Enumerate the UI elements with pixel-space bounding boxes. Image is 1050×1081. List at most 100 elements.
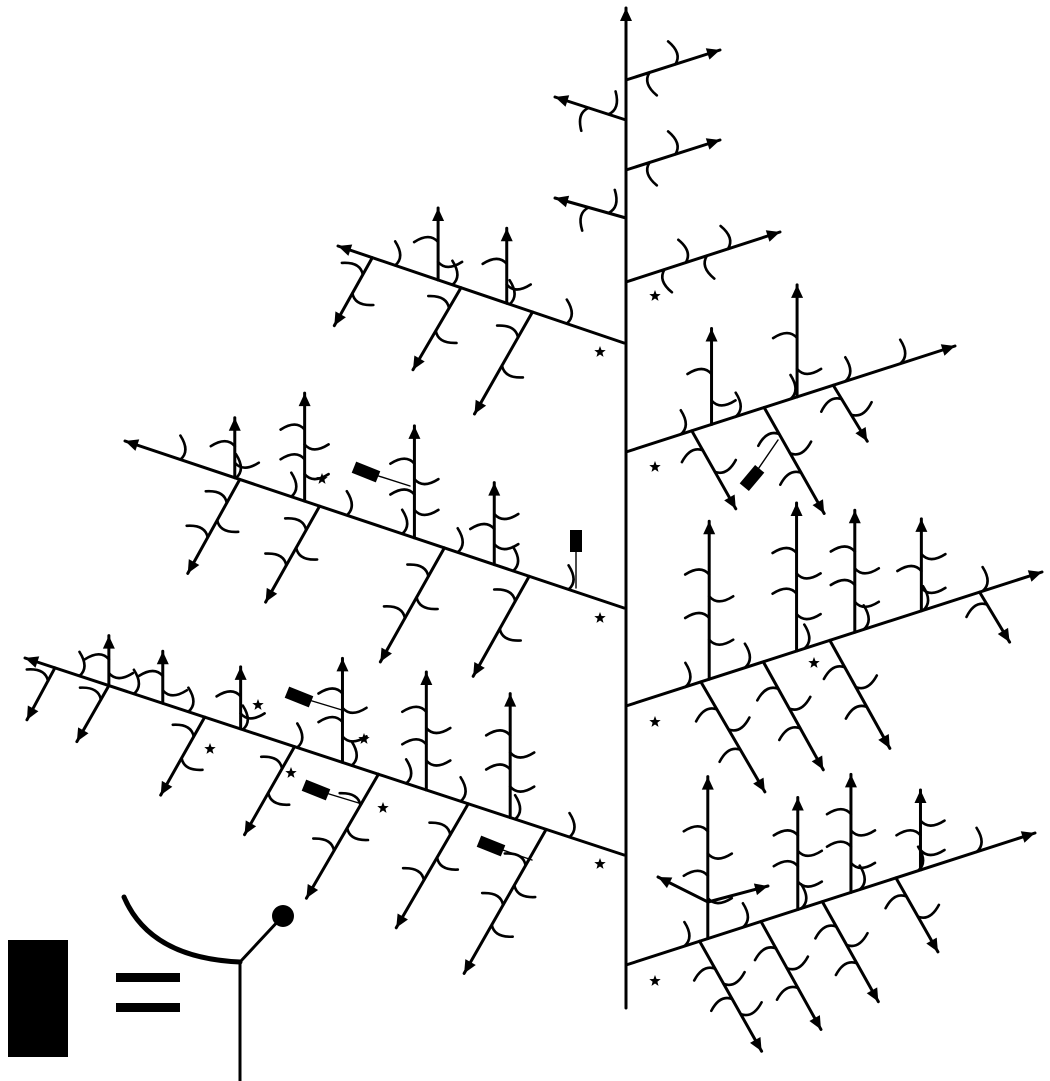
branch-right-2-down-0-arrowhead bbox=[753, 777, 765, 792]
equals-icon-top bbox=[116, 973, 180, 982]
branch-right-2-down-1-leaf bbox=[778, 726, 802, 742]
branch-left-3-down-1-leaf bbox=[78, 686, 103, 701]
branch-right-3-leaf bbox=[741, 902, 750, 929]
branch-right-2-up-0-leaf bbox=[683, 568, 711, 576]
branch-left-1-down-1-leaf bbox=[434, 329, 458, 345]
branch-left-2-up-0-arrowhead bbox=[228, 417, 241, 431]
top-shoot-r3-leaf bbox=[677, 238, 690, 264]
branch-left-2-down-1 bbox=[264, 504, 322, 604]
equals-icon-bottom bbox=[116, 1003, 180, 1012]
branch-left-3-leaf bbox=[350, 740, 358, 767]
branch-right-3-down-0-leaf bbox=[692, 966, 717, 982]
top-shoot-r3-leaf bbox=[703, 254, 716, 280]
branch-right-3-down-2-leaf bbox=[814, 924, 838, 940]
stars bbox=[204, 290, 820, 986]
branch-left-3-up-0-leaf bbox=[83, 653, 111, 661]
branch-left-3-down-6-leaf bbox=[490, 923, 514, 939]
branch-right-2-arrowhead bbox=[1027, 570, 1042, 582]
branch-left-3-down-3-leaf bbox=[267, 791, 291, 807]
branch-left-3-up-4-arrowhead bbox=[420, 671, 433, 685]
legend-block-icon bbox=[8, 940, 68, 1057]
branch-left-2 bbox=[123, 439, 626, 610]
branch-left-3 bbox=[23, 656, 626, 857]
top-shoot-l2-leaf bbox=[607, 188, 618, 215]
top-shoot-l1-arrowhead bbox=[555, 95, 570, 107]
branch-left-2-down-1-leaf bbox=[294, 546, 319, 561]
branch-right-2-up-1-leaf bbox=[795, 612, 822, 621]
branch-right-1-up-0-leaf bbox=[686, 367, 713, 376]
branch-left-3-up-4-leaf bbox=[425, 759, 452, 767]
star-left-3b bbox=[204, 743, 216, 754]
branch-left-3-leaf bbox=[459, 776, 467, 803]
branch-left-1 bbox=[336, 244, 626, 345]
branch-left-2-down-1-leaf bbox=[283, 517, 308, 532]
branch-right-1-down-1-leaf bbox=[788, 440, 813, 456]
branch-left-2-down-2-leaf bbox=[406, 563, 430, 578]
branch-left-3-up-0-leaf bbox=[107, 671, 135, 680]
star-left-3e bbox=[358, 733, 370, 744]
branch-left-2-up-1-leaf bbox=[303, 472, 330, 481]
branch-right-2-up-2-leaf bbox=[853, 600, 881, 609]
branch-right-3-down-1 bbox=[759, 919, 823, 1031]
branch-left-1-down-2-leaf bbox=[500, 364, 525, 379]
block-left-3b-tie bbox=[315, 789, 363, 805]
branch-right-3-up-3-leaf bbox=[919, 848, 946, 857]
branch-left-1-arrowhead bbox=[338, 244, 353, 256]
branch-right-3-leaf bbox=[975, 826, 983, 854]
branch-right-2-leaf bbox=[921, 585, 930, 612]
branch-right-2-down-2-leaf bbox=[822, 665, 847, 681]
branch-right-3-down-0-leaf bbox=[722, 970, 746, 987]
branch-right-1-leaf bbox=[679, 409, 688, 436]
branch-right-3-arrowhead bbox=[1020, 831, 1035, 843]
branch-left-3-leaf bbox=[241, 704, 250, 731]
branch-left-3-up-2-arrowhead bbox=[234, 666, 247, 680]
branch-left-2-down-0-leaf bbox=[185, 524, 209, 539]
top-shoot-r3 bbox=[624, 230, 782, 284]
branch-right-1-down-2-leaf bbox=[820, 397, 844, 413]
branch-left-2-arrowhead bbox=[125, 439, 140, 451]
branch-right-1-leaf bbox=[789, 373, 797, 401]
branch-left-2-down-0-leaf bbox=[215, 518, 240, 534]
branch-right-1-down-0 bbox=[690, 429, 738, 511]
branch-left-3-up-4-leaf bbox=[425, 726, 452, 735]
branch-right-2-up-2-leaf bbox=[829, 578, 857, 587]
branch-left-3-up-2-leaf bbox=[239, 712, 266, 720]
branch-right-1-up-1-leaf bbox=[795, 367, 823, 376]
top-shoot-r1-arrowhead bbox=[705, 48, 720, 60]
branch-left-1-up-1-leaf bbox=[481, 257, 508, 266]
branch-left-2-up-1-leaf bbox=[279, 453, 306, 461]
branch-left-3-down-5-leaf bbox=[435, 856, 460, 871]
branch-right-2-up-0-leaf bbox=[707, 638, 735, 646]
branch-right-3-down-3 bbox=[894, 876, 940, 954]
branch-left-1-down-2 bbox=[472, 310, 534, 416]
branch-left-3-up-3-leaf bbox=[341, 706, 368, 715]
branch-right-3-down-3-leaf bbox=[884, 894, 908, 910]
branch-right-2-up-3-arrowhead bbox=[915, 518, 928, 532]
branch-right-3-up-3-leaf bbox=[895, 829, 922, 837]
star-right-1 bbox=[649, 461, 661, 472]
branch-right-3 bbox=[624, 831, 1037, 967]
branch-right-3-down-0-leaf bbox=[710, 996, 734, 1013]
branch-left-2-up-3-arrowhead bbox=[488, 482, 501, 496]
branch-left-3-down-2 bbox=[159, 715, 207, 797]
branch-right-2-up-0-leaf bbox=[707, 595, 735, 603]
branch-left-1-up-1-arrowhead bbox=[500, 228, 513, 242]
branch-left-1-up-1-leaf bbox=[505, 283, 532, 291]
branch-left-2-down-0 bbox=[186, 477, 242, 575]
branch-left-3-up-4-leaf bbox=[401, 705, 428, 714]
branch-left-2-up-2-arrowhead bbox=[408, 425, 421, 439]
branch-left-3-down-4-arrowhead bbox=[306, 883, 319, 899]
branch-right-2-up-3-leaf bbox=[896, 564, 923, 573]
branch-left-3-arrowhead bbox=[25, 656, 40, 668]
branch-right-1-up-0-arrowhead bbox=[705, 328, 718, 342]
branch-right-3-side-l-arrowhead bbox=[658, 877, 673, 889]
branch-right-1-up-1-leaf bbox=[771, 331, 799, 340]
branch-left-1-down-0-leaf bbox=[340, 261, 365, 276]
branch-left-1-leaf bbox=[393, 240, 402, 267]
branch-left-2-up-3-leaf bbox=[493, 542, 520, 551]
branch-left-2-up-3-leaf bbox=[469, 522, 496, 531]
star-left-1 bbox=[594, 346, 606, 357]
branch-left-2-down-3-leaf bbox=[498, 627, 522, 642]
branch-right-2-down-0-leaf bbox=[718, 747, 742, 764]
